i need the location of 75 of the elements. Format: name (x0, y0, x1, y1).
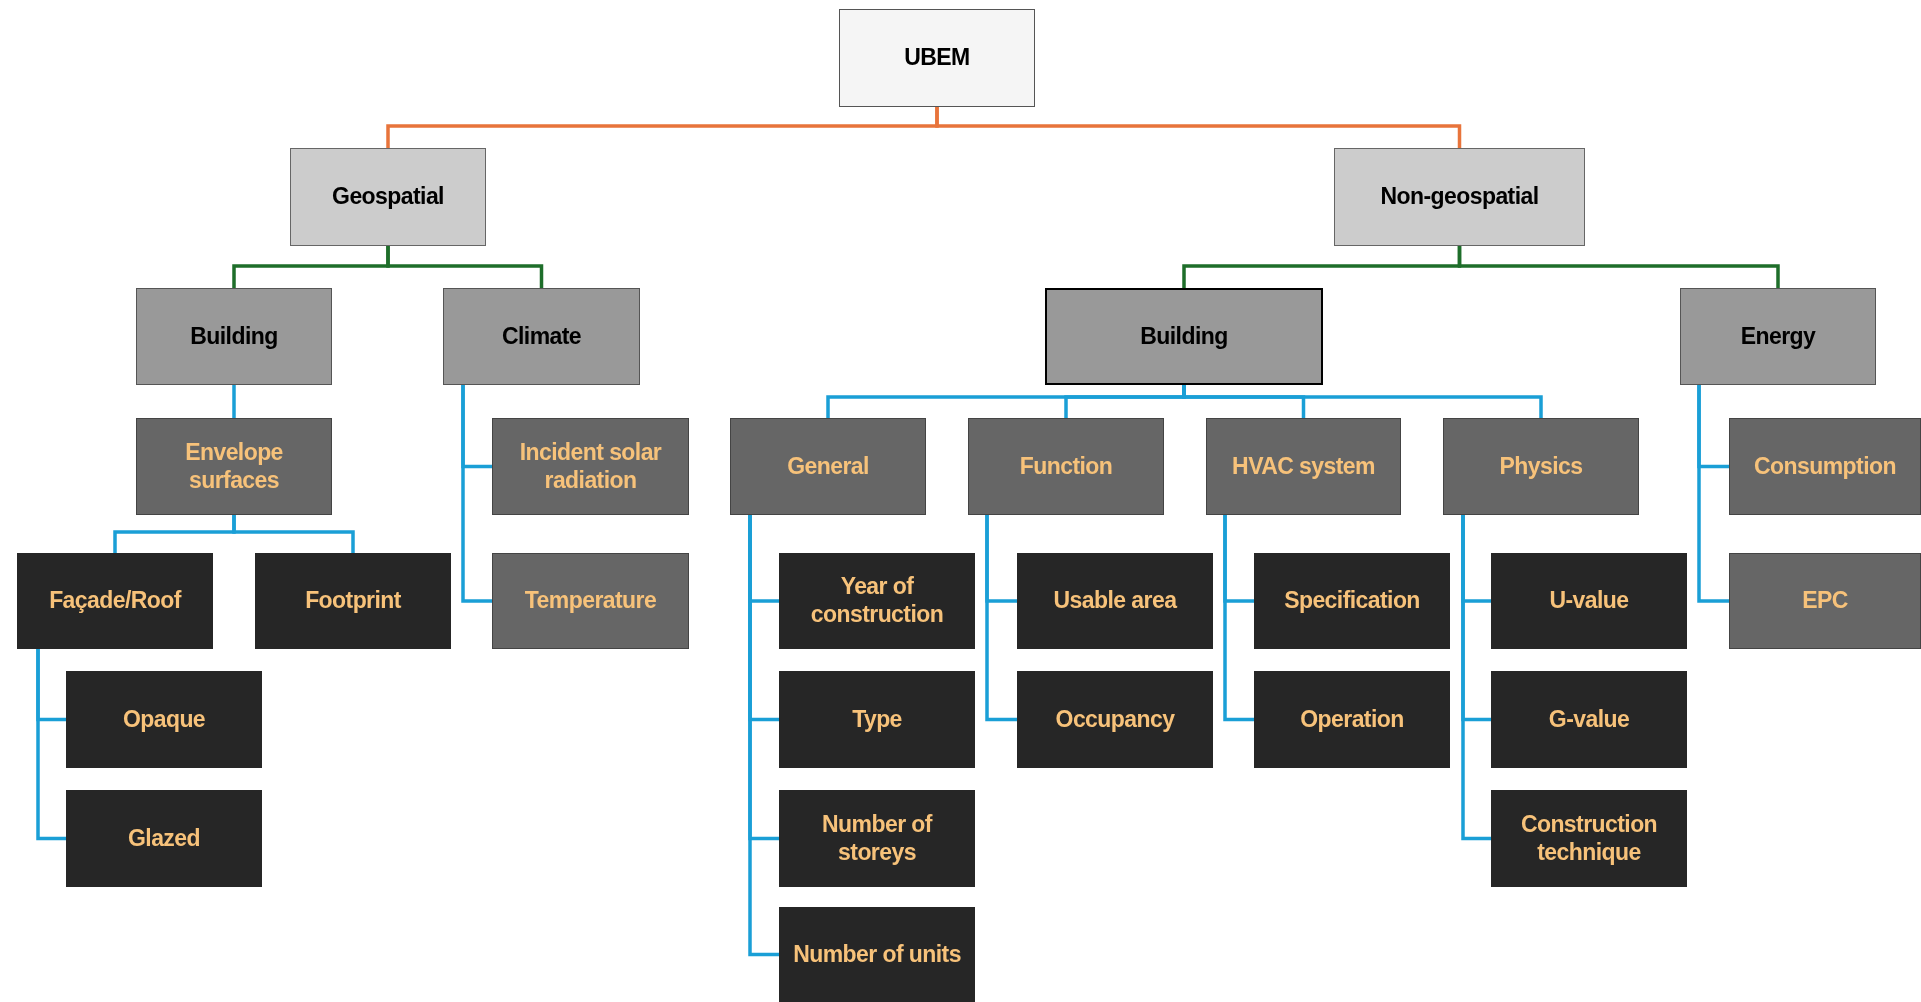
category-box (1254, 671, 1450, 768)
box-label: Operation (1300, 705, 1404, 734)
category-box (1334, 148, 1585, 246)
category-box (1206, 418, 1401, 515)
box-label: Physics (1499, 452, 1583, 481)
category-box (1443, 418, 1639, 515)
box-label: Number of storeys (821, 810, 934, 867)
box-label: Consumption (1754, 452, 1896, 481)
category-box (730, 418, 926, 515)
box-label: Building (1140, 322, 1228, 351)
box-label: Occupancy (1055, 705, 1175, 734)
connector-line (1697, 385, 1729, 603)
box-label: EPC (1802, 587, 1848, 615)
box-label: Building (190, 322, 278, 351)
category-box (779, 553, 975, 649)
connector-line (985, 515, 1017, 722)
box-label: U-value (1549, 587, 1629, 615)
connector-line (232, 515, 355, 553)
category-box (1045, 288, 1323, 385)
category-box (255, 553, 451, 649)
connector-line (935, 107, 1462, 148)
box-label: Specification (1284, 587, 1420, 615)
box-label: Number of units (793, 940, 961, 969)
box-label: Climate (501, 322, 582, 351)
box-label: Incident solar radiation (518, 438, 663, 495)
category-box (17, 553, 213, 649)
connector-line (461, 385, 492, 603)
category-box (1729, 553, 1921, 649)
box-label: Footprint (305, 587, 401, 615)
category-box (779, 907, 975, 1002)
category-box (443, 288, 640, 385)
box-label: Type (852, 705, 902, 734)
box-label: Geospatial (332, 183, 444, 211)
category-box (1017, 671, 1213, 768)
connector-line (36, 649, 66, 841)
box-label: HVAC system (1232, 452, 1375, 481)
category-box (1017, 553, 1213, 649)
box-label: Non-geospatial (1380, 183, 1539, 211)
box-label: Usable area (1053, 587, 1177, 615)
box-label: UBEM (904, 44, 970, 72)
category-box (66, 671, 262, 768)
box-label: Temperature (524, 587, 657, 615)
box-label: Envelope surfaces (184, 438, 284, 495)
category-box (968, 418, 1164, 515)
box-label: Construction technique (1519, 810, 1659, 867)
category-box (1491, 553, 1687, 649)
category-box (1254, 553, 1450, 649)
category-box (290, 148, 486, 246)
category-box (1491, 671, 1687, 768)
category-box (1680, 288, 1876, 385)
box-label: Function (1019, 452, 1113, 481)
box-label: Opaque (122, 705, 206, 734)
box-label: Façade/Roof (49, 587, 181, 615)
box-label: Energy (1740, 322, 1816, 351)
connector-line (232, 385, 236, 418)
category-box (136, 418, 332, 515)
category-box (492, 418, 689, 515)
connector-line (386, 246, 544, 288)
connector-line (748, 515, 779, 957)
connector-line (1182, 385, 1543, 418)
connector-line (1461, 515, 1491, 841)
box-label: G-value (1548, 705, 1630, 734)
connector-line (1457, 246, 1780, 288)
category-box (779, 671, 975, 768)
box-label: Year of construction (809, 573, 945, 629)
category-box (779, 790, 975, 887)
category-box (492, 553, 689, 649)
category-box (839, 9, 1035, 107)
connector-line (1223, 515, 1254, 722)
box-label: General (787, 452, 869, 481)
box-label: Glazed (128, 824, 200, 853)
category-box (1491, 790, 1687, 887)
category-box (66, 790, 262, 887)
category-box (136, 288, 332, 385)
category-box (1729, 418, 1921, 515)
